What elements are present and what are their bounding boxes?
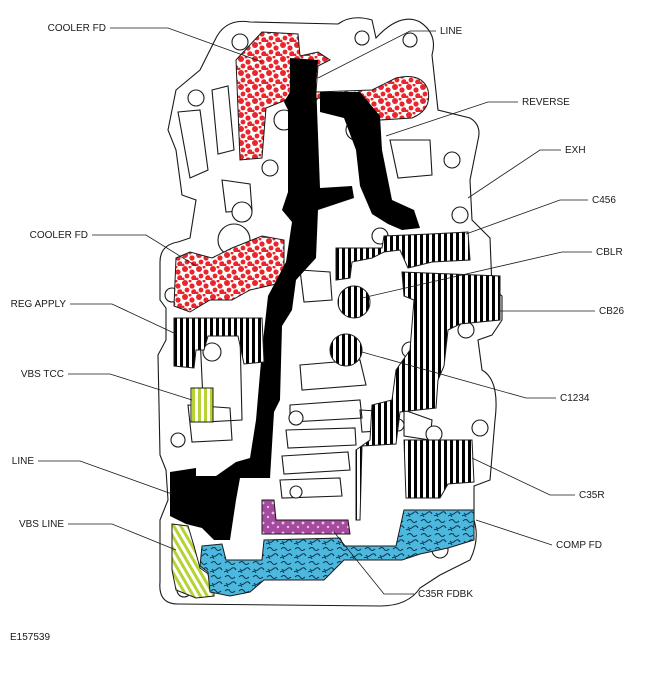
reg-apply-region [173,317,265,369]
label-c456: C456 [592,195,616,206]
label-vbs-line: VBS LINE [19,519,64,530]
label-comp-fd: COMP FD [556,540,602,551]
label-c35r-fdbk: C35R FDBK [418,589,473,600]
vbs-tcc-region [190,387,214,423]
label-reg-apply: REG APPLY [11,299,67,310]
label-reverse: REVERSE [522,97,570,108]
c35r-fdbk-region [261,499,351,535]
c456-region [335,231,471,281]
reverse-passage [320,92,420,230]
cblr-valve [337,285,371,319]
label-cooler-fd-top: COOLER FD [48,23,106,34]
leader-lines [38,27,595,595]
c1234-valve [329,333,363,367]
cb26-region [355,271,501,521]
line-passage [170,58,354,540]
c35r-region [403,439,475,499]
label-exh: EXH [565,145,586,156]
label-cb26: CB26 [599,306,624,317]
label-vbs-tcc: VBS TCC [21,369,64,380]
figure-id: E157539 [10,632,51,643]
label-c1234: C1234 [560,393,590,404]
label-c35r: C35R [579,490,605,501]
comp-fd-region [199,509,475,597]
label-line-top: LINE [440,26,463,37]
label-line-bottom: LINE [12,456,35,467]
label-cooler-fd-mid: COOLER FD [30,230,88,241]
label-cblr: CBLR [596,247,623,258]
